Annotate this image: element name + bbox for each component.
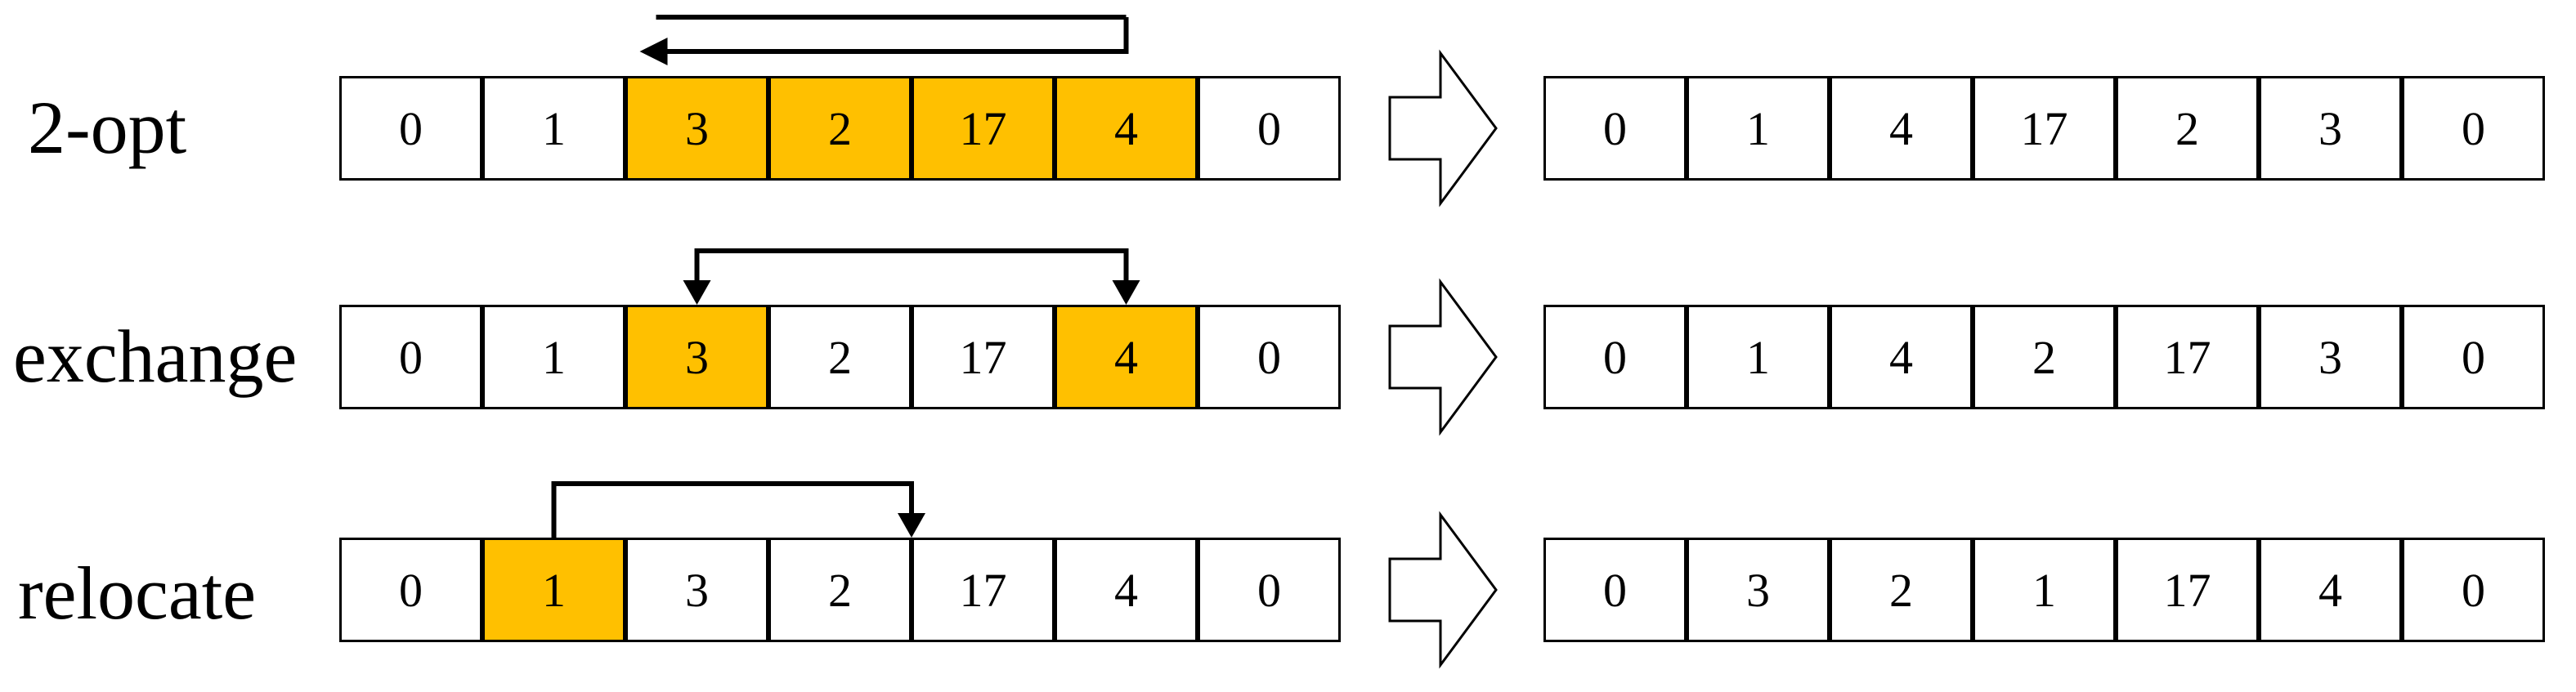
after-cell-2-5: 4 bbox=[2259, 538, 2402, 642]
exchange-arrow-head-right bbox=[1112, 280, 1140, 305]
transform-arrow-0 bbox=[1388, 49, 1498, 208]
after-cell-1-6: 0 bbox=[2402, 305, 2545, 409]
label-exchange: exchange bbox=[13, 315, 298, 398]
after-cell-0-0: 0 bbox=[1543, 76, 1687, 181]
before-cell-0-4: 17 bbox=[912, 76, 1055, 181]
after-cell-2-2: 2 bbox=[1830, 538, 1973, 642]
relocate-arrow-line bbox=[551, 481, 914, 538]
exchange-arrow-line bbox=[694, 248, 1129, 282]
after-cell-0-5: 3 bbox=[2259, 76, 2402, 181]
after-cell-1-0: 0 bbox=[1543, 305, 1687, 409]
before-cell-2-2: 3 bbox=[625, 538, 768, 642]
after-cell-1-1: 1 bbox=[1687, 305, 1830, 409]
transform-arrow-1 bbox=[1388, 278, 1498, 436]
after-cell-2-1: 3 bbox=[1687, 538, 1830, 642]
after-cell-0-2: 4 bbox=[1830, 76, 1973, 181]
after-cell-2-0: 0 bbox=[1543, 538, 1687, 642]
relocate-arrow-head bbox=[898, 513, 925, 538]
after-cell-0-6: 0 bbox=[2402, 76, 2545, 181]
after-cell-0-1: 1 bbox=[1687, 76, 1830, 181]
before-cell-2-5: 4 bbox=[1055, 538, 1198, 642]
before-cell-1-1: 1 bbox=[482, 305, 625, 409]
after-cell-2-4: 17 bbox=[2116, 538, 2259, 642]
reverse-arrow-head bbox=[639, 38, 668, 65]
label-relocate: relocate bbox=[18, 551, 257, 635]
before-cell-1-5: 4 bbox=[1055, 305, 1198, 409]
before-cell-0-2: 3 bbox=[625, 76, 768, 181]
exchange-arrow-head-left bbox=[683, 280, 711, 305]
before-cell-2-1: 1 bbox=[482, 538, 625, 642]
before-cell-1-6: 0 bbox=[1198, 305, 1341, 409]
before-cell-1-4: 17 bbox=[912, 305, 1055, 409]
reverse-arrow-line bbox=[664, 17, 1129, 54]
after-cell-0-3: 17 bbox=[1973, 76, 2116, 181]
before-cell-2-0: 0 bbox=[339, 538, 482, 642]
after-cell-0-4: 2 bbox=[2116, 76, 2259, 181]
after-cell-1-5: 3 bbox=[2259, 305, 2402, 409]
before-cell-0-6: 0 bbox=[1198, 76, 1341, 181]
after-cell-1-3: 2 bbox=[1973, 305, 2116, 409]
after-cell-2-3: 1 bbox=[1973, 538, 2116, 642]
before-cell-2-6: 0 bbox=[1198, 538, 1341, 642]
before-cell-0-1: 1 bbox=[482, 76, 625, 181]
before-cell-2-3: 2 bbox=[768, 538, 912, 642]
before-cell-1-0: 0 bbox=[339, 305, 482, 409]
before-cell-1-3: 2 bbox=[768, 305, 912, 409]
after-cell-1-4: 17 bbox=[2116, 305, 2259, 409]
before-cell-0-5: 4 bbox=[1055, 76, 1198, 181]
before-cell-0-0: 0 bbox=[339, 76, 482, 181]
transform-arrow-2 bbox=[1388, 511, 1498, 669]
before-cell-0-3: 2 bbox=[768, 76, 912, 181]
after-cell-1-2: 4 bbox=[1830, 305, 1973, 409]
label-2-opt: 2-opt bbox=[28, 86, 187, 169]
before-cell-2-4: 17 bbox=[912, 538, 1055, 642]
after-cell-2-6: 0 bbox=[2402, 538, 2545, 642]
before-cell-1-2: 3 bbox=[625, 305, 768, 409]
